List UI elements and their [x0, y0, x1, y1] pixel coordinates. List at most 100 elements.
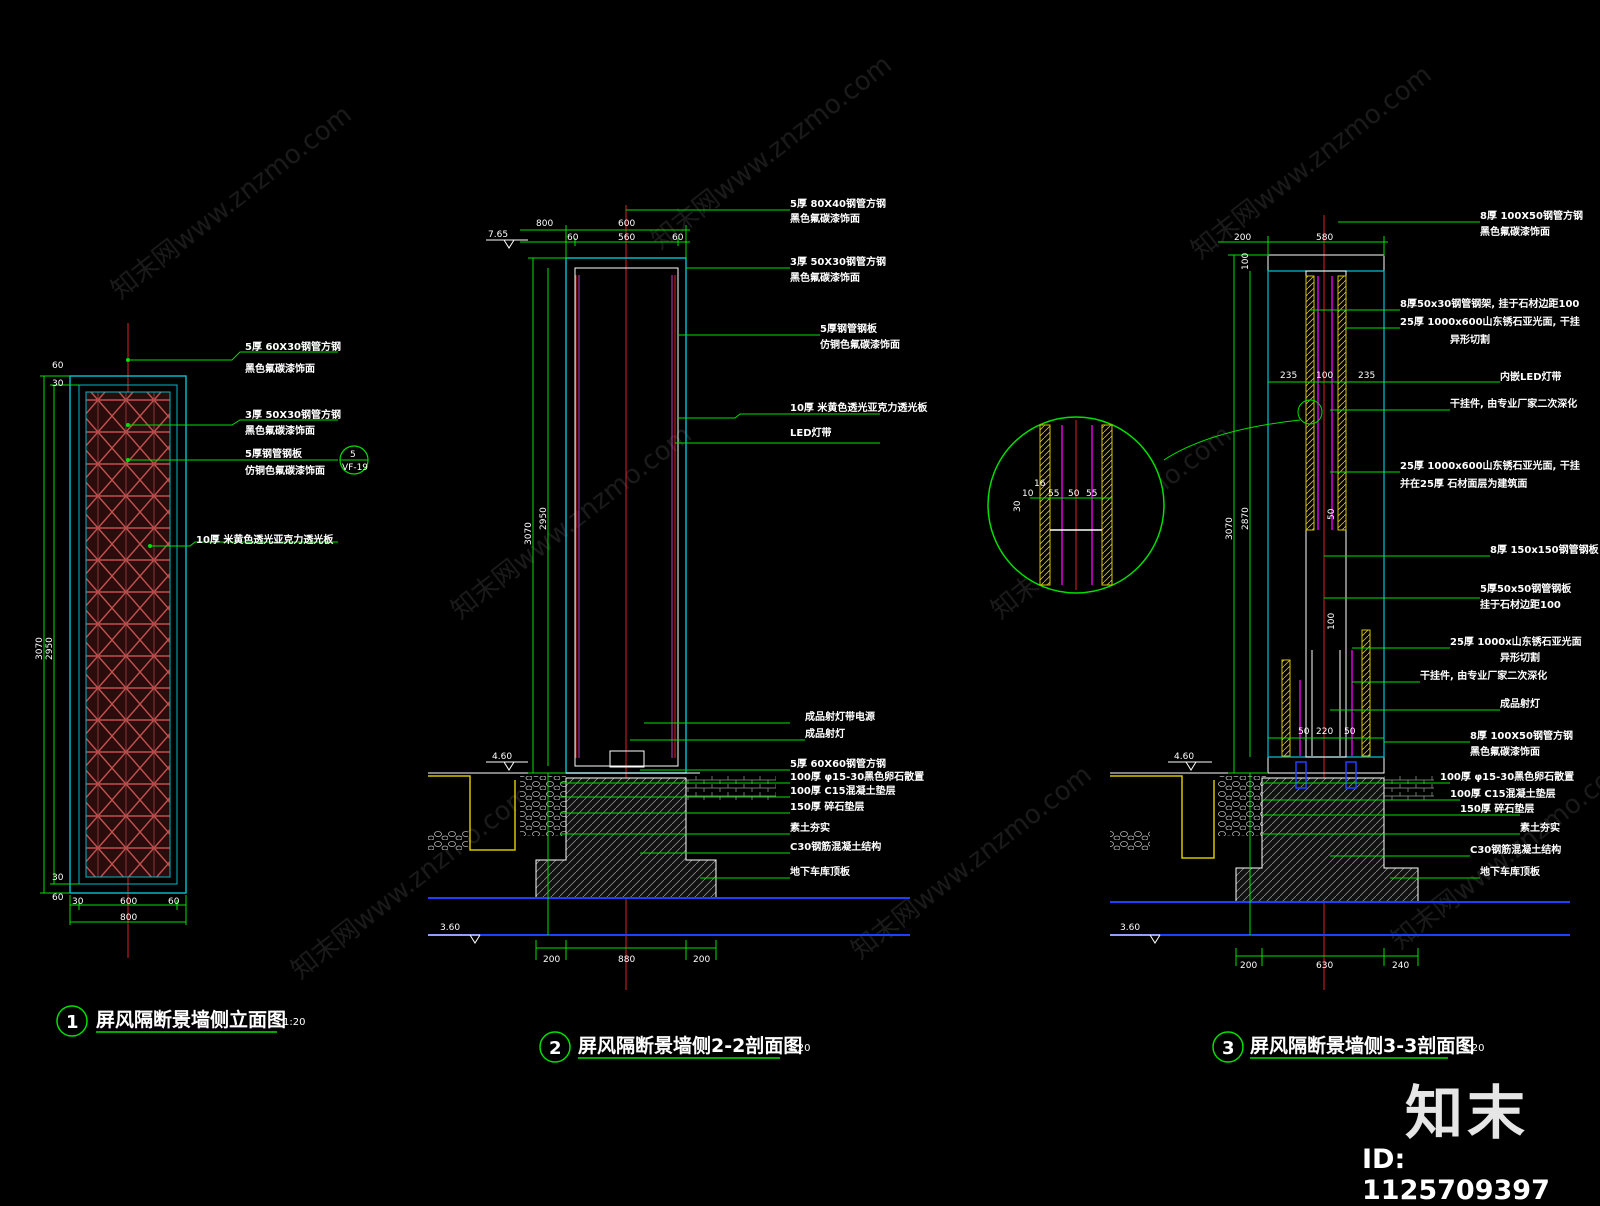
- dim-label: 3070: [1225, 517, 1235, 540]
- drawing-number: 2: [549, 1038, 562, 1059]
- drawing-title: 屏风隔断景墙侧3-3剖面图: [1250, 1034, 1474, 1057]
- pebble-fill: [520, 776, 566, 836]
- note-label: C30钢筋混凝土结构: [790, 840, 881, 853]
- stone-cladding: [1361, 629, 1371, 757]
- level-top: 7.65: [488, 230, 508, 240]
- dim-label: 580: [1316, 233, 1333, 243]
- dim-label: 2870: [1241, 507, 1251, 530]
- dim-label: 60: [52, 361, 64, 371]
- title-number-circle: [56, 1005, 88, 1037]
- note-label: 内嵌LED灯带: [1500, 370, 1562, 383]
- gravel-fill: [428, 830, 468, 850]
- watermark-text: 知末网www.znzmo.com: [1186, 60, 1438, 266]
- note-label: 素土夯实: [790, 821, 830, 834]
- drawing-scale: 1:20: [283, 1017, 305, 1028]
- note-label: 8厚50x30钢管钢架, 挂于石材边距100: [1400, 297, 1579, 310]
- note-label: 干挂件, 由专业厂家二次深化: [1450, 397, 1577, 410]
- note-label: 5厚 80X40钢管方钢: [790, 197, 886, 210]
- detail-dim: 50: [1068, 489, 1080, 499]
- callout-ref: VF-19: [342, 463, 368, 473]
- note-label: 3厚 50X30钢管方钢: [245, 408, 341, 421]
- dim-label: 600: [120, 897, 137, 907]
- inner-frame: [78, 384, 178, 885]
- note-label: 黑色氟碳漆饰面: [1470, 745, 1540, 758]
- drawing-scale: 1:20: [788, 1043, 810, 1054]
- paving-fill: [686, 776, 776, 800]
- dim-label: 200: [693, 955, 710, 965]
- note-label: 干挂件, 由专业厂家二次深化: [1420, 669, 1547, 682]
- dim-label: 50: [1327, 508, 1337, 520]
- dim-label: 235: [1280, 371, 1297, 381]
- note-label: 素土夯实: [1520, 821, 1560, 834]
- note-label: 8厚 100X50钢管方钢: [1480, 209, 1583, 222]
- detail-dim: 55: [1048, 489, 1059, 499]
- bottom-cap: [1267, 756, 1385, 774]
- note-label: 仿铜色氟碳漆饰面: [245, 464, 325, 477]
- dim-label: 60: [52, 893, 64, 903]
- note-label: 黑色氟碳漆饰面: [245, 362, 315, 375]
- note-label: 成品射灯带电源: [805, 710, 875, 723]
- note-label: 25厚 1000x600山东锈石亚光面, 干挂: [1400, 315, 1580, 328]
- watermark-text: 知末网www.znzmo.com: [286, 780, 538, 986]
- watermark-text: 知末网www.znzmo.com: [446, 420, 698, 626]
- note-label: 10厚 米黄色透光亚克力透光板: [790, 401, 928, 414]
- note-label: 150厚 碎石垫层: [1460, 802, 1534, 815]
- note-label: 100厚 φ15-30黑色卵石散置: [1440, 770, 1574, 783]
- note-label: 异形切割: [1450, 333, 1490, 346]
- dim-label: 2950: [539, 507, 549, 530]
- stone-cladding: [1337, 275, 1347, 531]
- dim-label: 800: [120, 913, 137, 923]
- dim-label: 60: [672, 233, 684, 243]
- drawing-number: 1: [66, 1012, 79, 1033]
- dim-label: 30: [72, 897, 84, 907]
- note-label: LED灯带: [790, 426, 832, 439]
- title-number-circle: [1212, 1031, 1244, 1063]
- dim-label: 880: [618, 955, 635, 965]
- callout-number: 5: [350, 450, 356, 460]
- level-base: 4.60: [1174, 752, 1194, 762]
- dim-label: 3070: [35, 637, 45, 660]
- note-label: C30钢筋混凝土结构: [1470, 843, 1561, 856]
- dim-label: 2950: [45, 637, 55, 660]
- dim-label: 100: [1241, 253, 1251, 270]
- note-label: 5厚 60X60钢管方钢: [790, 757, 886, 770]
- paving-fill: [1384, 776, 1434, 800]
- note-label: 地下车库顶板: [790, 865, 851, 878]
- dim-label: 560: [618, 233, 635, 243]
- outer-frame: [69, 375, 187, 894]
- stone-cladding: [1281, 659, 1291, 757]
- level-base: 4.60: [492, 752, 512, 762]
- note-label: 150厚 碎石垫层: [790, 800, 864, 813]
- note-label: 10厚 米黄色透光亚克力透光板: [196, 533, 334, 546]
- note-label: 8厚 100X50钢管方钢: [1470, 729, 1573, 742]
- dim-label: 60: [567, 233, 579, 243]
- note-label: 5厚钢管钢板: [245, 447, 303, 460]
- note-label: 异形切割: [1500, 651, 1540, 664]
- dim-label: 200: [543, 955, 560, 965]
- stone-cladding: [1305, 275, 1315, 531]
- drawing-scale: 1:20: [1462, 1043, 1484, 1054]
- detail-dim: 30: [1013, 500, 1023, 512]
- dim-label: 50: [1344, 727, 1356, 737]
- title-number-circle: [539, 1031, 571, 1063]
- note-label: 黑色氟碳漆饰面: [790, 212, 860, 225]
- note-label: 5厚50x50钢管钢板: [1480, 582, 1572, 595]
- drawing-2-section: 800 600 60 60 560 3070 2950 200 880 200 …: [428, 197, 928, 1063]
- dim-label: 100: [1316, 371, 1333, 381]
- level-ground: 3.60: [1120, 923, 1140, 933]
- note-label: 黑色氟碳漆饰面: [245, 424, 315, 437]
- dim-label: 30: [52, 379, 64, 389]
- note-label: 并在25厚 石材面层为建筑面: [1400, 477, 1527, 490]
- note-label: 25厚 1000x600山东锈石亚光面, 干挂: [1400, 459, 1580, 472]
- note-label: 成品射灯: [1500, 697, 1540, 710]
- note-label: 地下车库顶板: [1480, 865, 1541, 878]
- drawing-title: 屏风隔断景墙侧立面图: [96, 1008, 286, 1031]
- pebble-fill: [1218, 776, 1266, 836]
- dim-label: 3070: [524, 522, 534, 545]
- image-id: ID: 1125709397: [1362, 1144, 1550, 1206]
- detail-dim: 16: [1034, 479, 1046, 489]
- note-label: 3厚 50X30钢管方钢: [790, 255, 886, 268]
- note-label: 黑色氟碳漆饰面: [1480, 225, 1550, 238]
- drawing-1-elevation: 60 30 600 30 60 800 3070 2950 30 60 5厚 6…: [35, 323, 369, 1037]
